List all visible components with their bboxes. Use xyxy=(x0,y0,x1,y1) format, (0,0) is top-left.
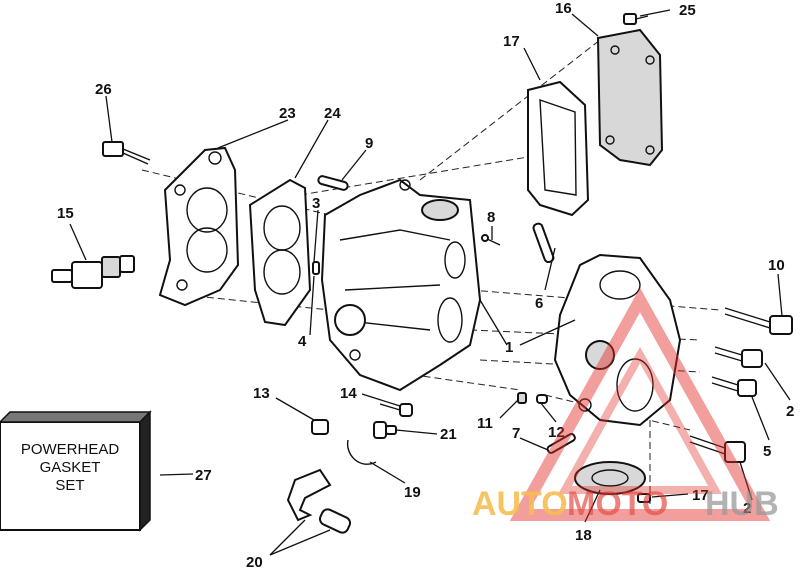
kit-box-line2: GASKET xyxy=(40,459,101,476)
bolt-15 xyxy=(637,493,651,503)
callout-20: 19 xyxy=(404,484,421,501)
callout-17: 15 xyxy=(57,205,74,222)
hose-21 xyxy=(286,468,352,534)
bolt-10 xyxy=(724,307,793,335)
pin-6 xyxy=(532,222,555,264)
watermark-hub: HUB xyxy=(705,485,779,523)
callout-26: 26 xyxy=(95,81,112,98)
callout-14: 14 xyxy=(340,385,357,402)
bolt-26 xyxy=(102,141,151,165)
plug-11 xyxy=(517,392,527,404)
kit-box-line3: SET xyxy=(55,477,84,494)
callout-6: 6 xyxy=(535,295,543,312)
callout-22: 21 xyxy=(440,426,457,443)
bolt-5-upper xyxy=(711,376,757,397)
callout-12: 12 xyxy=(548,424,565,441)
callout-27: 27 xyxy=(195,467,212,484)
crankcase-half xyxy=(553,253,682,427)
callout-11: 11 xyxy=(477,415,493,432)
plug-13 xyxy=(311,419,329,435)
gasket-set-box: POWERHEAD GASKET SET xyxy=(0,410,152,532)
callout-5a: 5 xyxy=(763,443,771,460)
clip-20 xyxy=(346,439,377,465)
fitting-22 xyxy=(373,421,397,439)
callout-19: 17 xyxy=(503,33,520,50)
bolt-2-upper xyxy=(714,346,763,368)
callout-24: 23 xyxy=(279,105,296,122)
callout-2a: 2 xyxy=(786,403,794,420)
watermark-auto: AUTO xyxy=(472,485,568,523)
head-gasket-25 xyxy=(248,178,312,327)
dowel-pin-9 xyxy=(317,175,349,191)
callout-10: 10 xyxy=(768,257,785,274)
callout-16: 18 xyxy=(575,527,592,544)
callout-9: 9 xyxy=(365,135,373,152)
bolt-2-lower xyxy=(689,435,746,463)
callout-4: 4 xyxy=(298,333,307,350)
cover-plate-18 xyxy=(596,28,664,167)
dowel-pin-8 xyxy=(481,234,501,246)
callout-8: 8 xyxy=(487,209,495,226)
plate-16 xyxy=(574,461,646,495)
pin-7 xyxy=(546,433,576,454)
spark-plug-17 xyxy=(51,255,135,289)
pin-3 xyxy=(312,261,320,275)
dowel-12 xyxy=(536,394,548,404)
screw-23 xyxy=(623,13,649,25)
callout-3: 3 xyxy=(312,195,320,212)
callout-23: 25 xyxy=(679,2,696,19)
screw-14 xyxy=(379,403,413,417)
callout-7: 7 xyxy=(512,425,520,442)
cover-gasket-19 xyxy=(527,80,590,217)
callout-25: 24 xyxy=(324,105,341,122)
callout-18: 16 xyxy=(555,0,572,17)
callout-1: 1 xyxy=(505,339,513,356)
callout-13: 13 xyxy=(253,385,270,402)
cylinder-head-24 xyxy=(158,146,240,307)
leader-lines xyxy=(69,9,791,556)
watermark-logo: AUTO MOTO HUB xyxy=(472,287,779,523)
crankcase-1 xyxy=(320,178,482,392)
callout-2b: 2 xyxy=(743,500,751,517)
callout-15: 17 xyxy=(692,487,709,504)
watermark-moto: MOTO xyxy=(567,485,668,523)
callout-21: 20 xyxy=(246,554,263,568)
kit-box-line1: POWERHEAD xyxy=(21,441,120,458)
callout-numbers: 25 16 17 23 24 9 26 15 3 4 8 6 1 10 2 5 … xyxy=(57,0,794,571)
